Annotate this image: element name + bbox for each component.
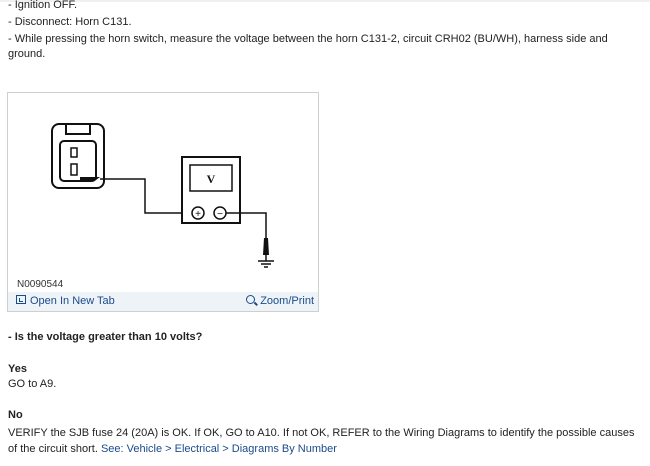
yes-label: Yes [8, 363, 27, 375]
voltmeter-diagram: V + − [51, 123, 274, 268]
open-in-new-tab-label: Open In New Tab [30, 295, 115, 307]
top-divider [0, 0, 650, 2]
ground-probe [263, 238, 269, 255]
no-label: No [8, 409, 23, 421]
zoom-print-link[interactable]: Zoom/Print [246, 295, 314, 307]
meter-plus-terminal [191, 206, 205, 220]
zoom-print-label: Zoom/Print [260, 295, 314, 307]
connector-latch [65, 123, 91, 135]
no-instruction: VERIFY the SJB fuse 24 (20A) is OK. If O… [8, 425, 642, 457]
open-new-tab-icon [16, 295, 26, 304]
step-disconnect-horn: - Disconnect: Horn C131. [8, 16, 132, 28]
diagrams-by-number-link[interactable]: See: Vehicle > Electrical > Diagrams By … [100, 443, 337, 455]
minus-symbol: − [217, 209, 223, 220]
plus-symbol: + [195, 209, 201, 220]
figure-toolbar: Open In New Tab Zoom/Print [8, 292, 318, 311]
wiring-figure: V + − N0090544 Open In New Tab Zoom/Prin… [7, 92, 319, 312]
step-measure-voltage: - While pressing the horn switch, measur… [8, 33, 608, 45]
step-measure-voltage-cont: ground. [8, 48, 46, 60]
meter-display [189, 164, 233, 192]
figure-id: N0090544 [17, 279, 64, 290]
no-instruction-text: VERIFY the SJB fuse 24 (20A) is OK. If O… [8, 427, 635, 455]
meter-unit-label: V [207, 172, 216, 186]
probe [80, 177, 100, 180]
open-in-new-tab-link[interactable]: Open In New Tab [16, 295, 115, 307]
connector-pin-1 [70, 147, 78, 158]
connector-face [59, 140, 97, 182]
wire-positive [100, 178, 198, 214]
wire-ground [226, 212, 267, 238]
step-ignition-off: - Ignition OFF. [8, 0, 78, 11]
yes-instruction: GO to A9. [8, 378, 57, 390]
connector-pin-2 [70, 163, 78, 176]
magnifier-icon [246, 295, 256, 304]
voltage-question: - Is the voltage greater than 10 volts? [8, 331, 203, 343]
